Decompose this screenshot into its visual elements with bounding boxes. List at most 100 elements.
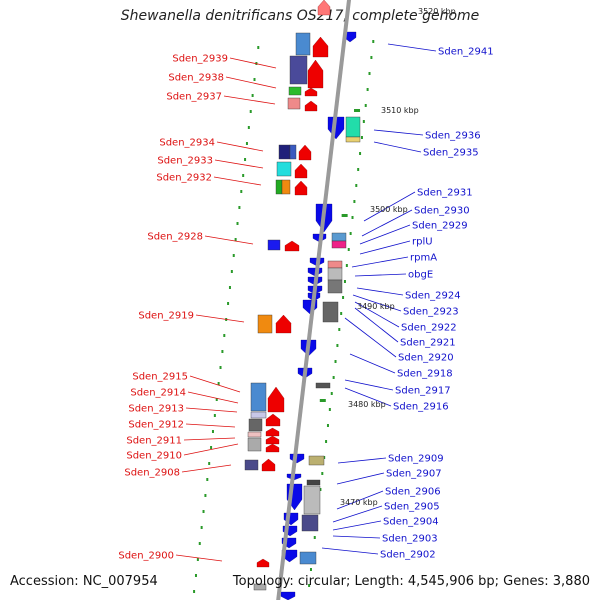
scale-tick — [366, 88, 369, 91]
scale-tick — [342, 296, 345, 299]
label-leader-line — [214, 159, 264, 169]
gene-label: Sden_2923 — [403, 307, 459, 318]
gene-label: Sden_2928 — [147, 232, 203, 243]
scale-tick — [325, 440, 328, 443]
gene-label: Sden_2918 — [397, 369, 453, 380]
gene-label: rplU — [412, 237, 433, 248]
gene-label: Sden_2937 — [166, 92, 222, 103]
label-leader-line — [185, 423, 236, 428]
gene-box — [287, 97, 301, 110]
gene-box — [327, 279, 343, 294]
label-leader-line — [373, 129, 424, 136]
forward-gene-arrow — [265, 435, 280, 445]
gene-box — [275, 179, 283, 195]
scale-tick — [362, 120, 365, 123]
gene-box — [253, 583, 267, 591]
scale-tick — [309, 568, 312, 571]
forward-gene-arrow — [256, 558, 270, 568]
scale-tick — [219, 366, 222, 369]
gene-box — [315, 382, 331, 389]
scale-tick — [308, 584, 311, 587]
label-leader-line — [337, 457, 387, 464]
scale-tick — [251, 94, 254, 97]
label-leader-line — [356, 287, 404, 296]
label-leader-line — [373, 141, 422, 153]
gene-label: Sden_2921 — [400, 338, 456, 349]
gene-box — [295, 32, 311, 56]
scale-tick — [217, 382, 220, 385]
gene-label: Sden_2933 — [157, 156, 213, 167]
label-leader-line — [229, 57, 277, 69]
gene-box — [288, 86, 302, 96]
gene-box — [276, 161, 292, 177]
scale-tick — [232, 254, 235, 257]
scale-tick — [228, 286, 231, 289]
scale-tick — [204, 494, 207, 497]
scale-major-tick — [341, 214, 348, 217]
gene-label: Sden_2911 — [126, 436, 182, 447]
label-leader-line — [344, 379, 394, 391]
gene-label: Sden_2908 — [124, 468, 180, 479]
scale-tick — [242, 174, 245, 177]
forward-gene-arrow — [265, 443, 280, 453]
scale-tick — [360, 136, 363, 139]
gene-box — [248, 418, 263, 432]
scale-tick — [245, 142, 248, 145]
gene-box — [327, 267, 343, 281]
gene-box — [247, 437, 262, 452]
label-leader-line — [349, 353, 396, 374]
scale-tick — [336, 344, 339, 347]
kbp-position-label: 3500 kbp — [370, 205, 408, 214]
scale-tick — [247, 126, 250, 129]
reverse-gene-arrow — [280, 591, 296, 600]
gene-box — [299, 551, 317, 565]
gene-label: Sden_2924 — [405, 291, 461, 302]
gene-box — [247, 431, 262, 438]
label-leader-line — [332, 535, 381, 539]
scale-tick — [208, 462, 211, 465]
scale-tick — [347, 248, 350, 251]
gene-label: Sden_2909 — [388, 454, 444, 465]
label-leader-line — [351, 256, 409, 268]
gene-label: Sden_2900 — [118, 551, 174, 562]
forward-gene-arrow — [304, 87, 318, 97]
gene-box — [281, 179, 291, 195]
label-leader-line — [187, 391, 239, 404]
scale-tick — [340, 312, 343, 315]
label-leader-line — [361, 209, 413, 237]
scale-tick — [234, 238, 237, 241]
scale-tick — [238, 206, 241, 209]
gene-label: Sden_2929 — [412, 221, 468, 232]
forward-gene-arrow — [317, 0, 331, 16]
kbp-position-label: 3470 kbp — [340, 498, 378, 507]
label-leader-line — [354, 273, 407, 277]
label-leader-line — [185, 407, 238, 413]
scale-tick — [334, 360, 337, 363]
genome-backbone — [276, 0, 352, 600]
scale-tick — [313, 536, 316, 539]
gene-box — [303, 485, 321, 515]
gene-label: Sden_2905 — [384, 502, 440, 513]
gene-label: Sden_2920 — [398, 353, 454, 364]
gene-label: Sden_2919 — [138, 311, 194, 322]
kbp-position-label: 3490 kbp — [357, 302, 395, 311]
gene-box — [306, 479, 321, 486]
label-leader-line — [344, 387, 392, 407]
label-leader-line — [359, 240, 411, 255]
scale-tick — [230, 270, 233, 273]
accession-text: Accession: NC_007954 — [10, 574, 158, 589]
scale-tick — [249, 110, 252, 113]
label-leader-line — [359, 224, 411, 245]
scale-tick — [236, 222, 239, 225]
label-leader-line — [175, 554, 223, 562]
scale-tick — [349, 232, 352, 235]
gene-label: Sden_2930 — [414, 206, 470, 217]
forward-gene-arrow — [294, 180, 308, 196]
forward-gene-arrow — [294, 163, 308, 179]
label-leader-line — [223, 95, 276, 105]
scale-tick — [227, 302, 230, 305]
gene-box — [308, 455, 325, 466]
forward-gene-arrow — [284, 240, 300, 252]
scale-major-tick — [319, 399, 326, 402]
